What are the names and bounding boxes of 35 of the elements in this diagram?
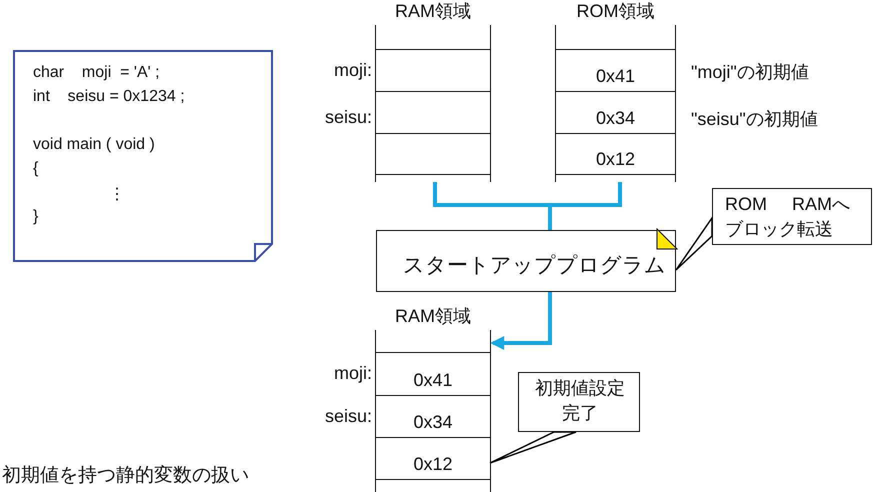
- cell-value: 0x12: [596, 149, 636, 170]
- code-line: char moji = 'A' ;: [33, 64, 160, 82]
- column-heading: ROM領域: [576, 0, 656, 23]
- memory-cell: [376, 133, 490, 175]
- caption: 初期値を持つ静的変数の扱い: [2, 464, 249, 488]
- memory-label: "moji"の初期値: [691, 61, 809, 84]
- callout-pointer: [675, 216, 713, 271]
- code-line: int seisu = 0x1234 ;: [33, 88, 185, 106]
- column-heading: RAM領域: [394, 0, 472, 23]
- memory-label: seisu:: [324, 107, 372, 128]
- cell-value: 0x34: [413, 412, 453, 433]
- connector-arrow: [490, 292, 552, 350]
- cell-value: 0x12: [413, 454, 453, 475]
- program-label: スタートアッププログラム: [403, 253, 666, 279]
- code-line: void main ( void ): [33, 136, 155, 154]
- code-line: ⋮: [109, 185, 125, 204]
- cell-value: 0x41: [596, 66, 636, 87]
- cell-value: 0x34: [596, 108, 636, 129]
- memory-cell: [556, 133, 675, 175]
- memory-cell: [376, 437, 490, 480]
- memory-label: "seisu"の初期値: [691, 108, 818, 131]
- cell-value: 0x41: [413, 370, 453, 391]
- callout: [518, 372, 640, 432]
- callout-text: 初期値設定完了: [534, 377, 626, 425]
- memory-label: seisu:: [324, 406, 372, 427]
- code-line: }: [33, 208, 38, 226]
- callout-pointer: [489, 431, 577, 464]
- program-box: [376, 230, 676, 292]
- memory-label: moji:: [334, 363, 372, 384]
- memory-label: moji:: [334, 60, 372, 81]
- callout: [712, 188, 872, 245]
- code-note: [13, 50, 273, 262]
- code-line: {: [33, 160, 38, 178]
- column-heading: RAM領域: [394, 305, 472, 328]
- callout-text: ROM RAMへブロック転送: [725, 193, 851, 241]
